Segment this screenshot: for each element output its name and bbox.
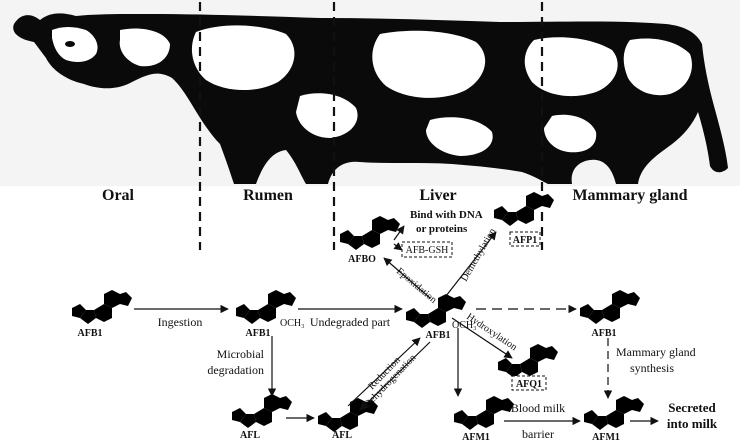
label-microbial-1: Microbial (217, 347, 265, 361)
molecule-afb1-mammary (580, 285, 640, 326)
label-secreted-1: Secreted (668, 400, 716, 415)
label-ingestion: Ingestion (158, 315, 203, 329)
cow-eye (65, 41, 75, 47)
label-demethylation: Demethylation (459, 227, 498, 284)
node-afb1-mammary: AFB1 (592, 328, 617, 339)
molecule-afb1-oral (72, 285, 132, 326)
node-afb1-oral: AFB1 (78, 328, 103, 339)
label-undegraded: Undegraded part (310, 315, 391, 329)
cow-illustration (0, 0, 740, 186)
label-microbial-2: degradation (207, 363, 264, 377)
node-afbo: AFBO (348, 254, 376, 265)
region-label-liver: Liver (419, 187, 456, 204)
cow-neck-patch (119, 28, 170, 67)
cow-patch-7 (544, 114, 597, 153)
cow-patch-5 (524, 37, 618, 97)
region-label-rumen: Rumen (243, 187, 293, 204)
label-bind-1: Bind with DNA (410, 209, 483, 221)
region-label-oral: Oral (102, 187, 135, 204)
region-label-mammary: Mammary gland (572, 187, 687, 204)
arrow-hydroxylation (451, 317, 513, 359)
label-secreted-2: into milk (667, 416, 718, 431)
arrow-gsh (393, 242, 403, 251)
arrow-epoxidation (383, 257, 431, 299)
label-epoxidation: Epoxidation (394, 266, 439, 306)
label-bind-2: or proteins (416, 223, 468, 235)
node-afl-rumen: AFL (240, 430, 260, 441)
arrow-demethylation (445, 231, 497, 297)
cow-patch-2 (296, 93, 358, 138)
label-mammary-synth-1: Mammary gland (616, 345, 696, 359)
arrow-dehydrogenation (347, 337, 421, 407)
label-blood-milk-1: Blood milk (511, 401, 565, 415)
node-afb1-rumen: AFB1 (246, 328, 271, 339)
region-dividers (198, 2, 544, 250)
molecule-afm1-mammary (584, 391, 644, 432)
molecule-afm1-liver (454, 391, 514, 432)
node-afq1: AFQ1 (516, 379, 542, 390)
afq1-box (511, 375, 547, 391)
afp1-box (509, 231, 541, 247)
arrow-reduction (359, 341, 431, 411)
node-afm1-mammary: AFM1 (592, 432, 620, 443)
cow-patch-6 (623, 38, 692, 96)
label-blood-milk-2: barrier (522, 427, 554, 441)
molecule-afp1 (494, 187, 554, 228)
node-afb-gsh: AFB-GSH (406, 245, 449, 256)
node-afl-liver: AFL (332, 430, 352, 441)
molecule-afl-rumen (232, 389, 292, 430)
arrow-bind-dna (393, 225, 405, 241)
label-mammary-synth-2: synthesis (630, 361, 674, 375)
arrows (134, 225, 659, 426)
node-afb1-liver: AFB1 (426, 330, 451, 341)
cow-patch-4 (426, 117, 493, 156)
cow-patch-1 (191, 25, 295, 91)
node-afm1-liver: AFM1 (462, 432, 490, 443)
cow-patch-3 (372, 30, 486, 98)
molecule-afbo (340, 211, 400, 252)
node-afp1: AFP1 (513, 235, 537, 246)
och3-afb1-rumen: OCH₃ (280, 318, 305, 329)
